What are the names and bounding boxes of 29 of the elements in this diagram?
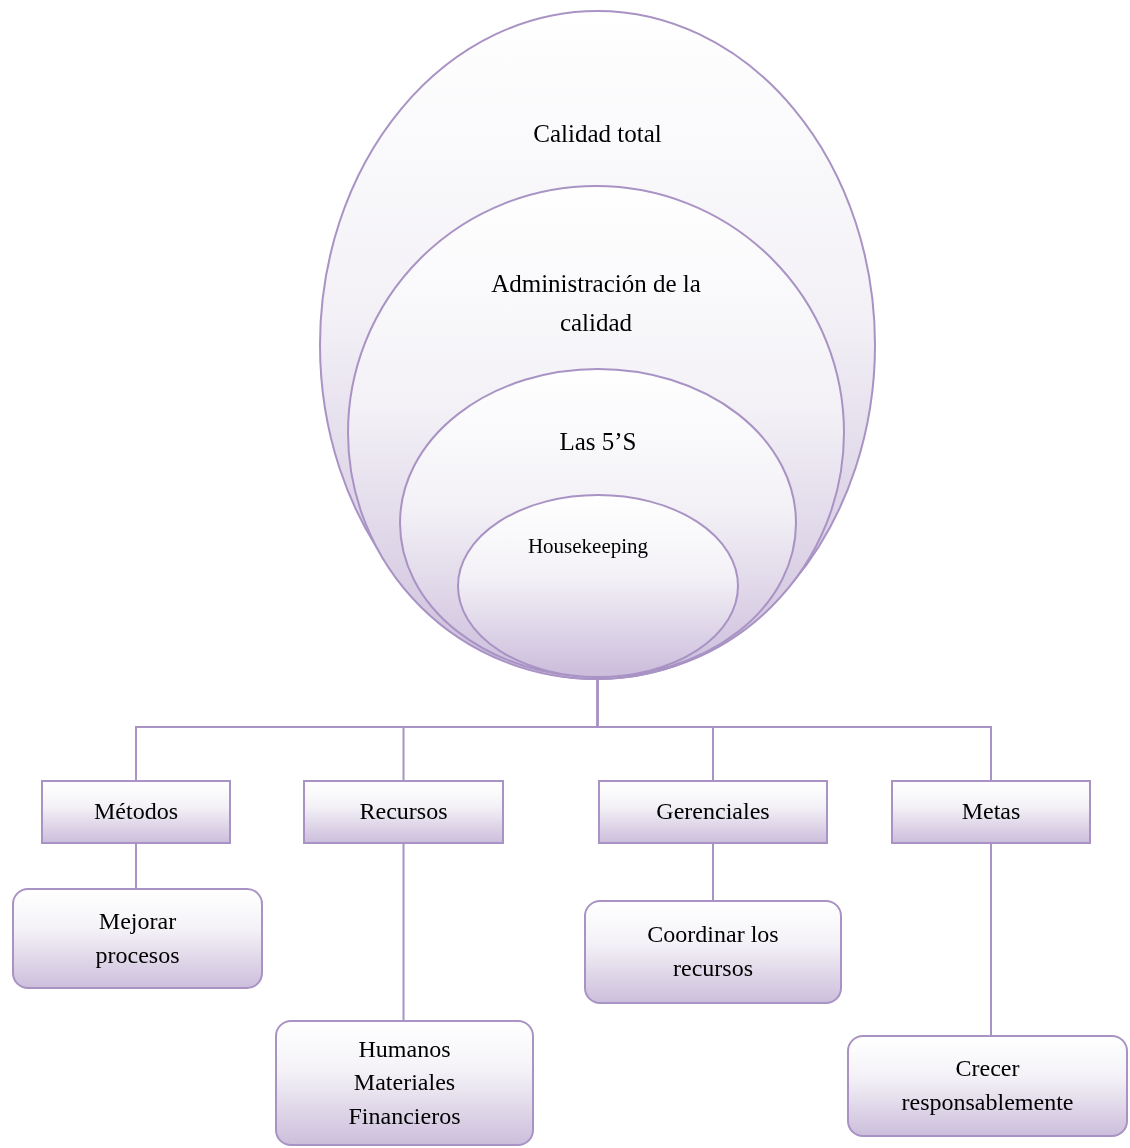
box-label: Gerenciales <box>655 797 771 827</box>
rounded-box <box>275 1020 534 1146</box>
ellipse-label: Administración de la calidad <box>490 269 702 338</box>
box-label: Recursos <box>358 797 449 827</box>
category-box <box>303 780 504 844</box>
ellipse-label: Calidad total <box>532 119 663 149</box>
category-box <box>41 780 231 844</box>
rounded-box <box>12 888 263 989</box>
connector-line <box>990 843 992 1036</box>
connector-line <box>712 843 714 901</box>
box-label: Crecer responsablemente <box>900 1054 1075 1117</box>
ellipse-shape <box>399 368 797 678</box>
box-label: Mejorar procesos <box>94 906 181 970</box>
ellipse-label: Housekeeping <box>526 533 650 560</box>
ellipse-shape <box>319 10 876 680</box>
connector-line <box>596 679 992 781</box>
ellipse-shape <box>457 494 739 678</box>
ellipse-label: Las 5’S <box>558 427 638 457</box>
category-box <box>598 780 828 844</box>
category-box <box>891 780 1091 844</box>
box-label: Metas <box>960 797 1022 827</box>
rounded-box <box>847 1035 1128 1137</box>
box-label: Métodos <box>93 797 179 827</box>
connector-line <box>402 843 405 1021</box>
ellipse-shape <box>347 185 845 680</box>
connector-line <box>135 843 137 889</box>
box-label: Humanos Materiales Financieros <box>347 1034 462 1131</box>
box-label: Coordinar los recursos <box>646 920 780 983</box>
rounded-box <box>584 900 842 1004</box>
